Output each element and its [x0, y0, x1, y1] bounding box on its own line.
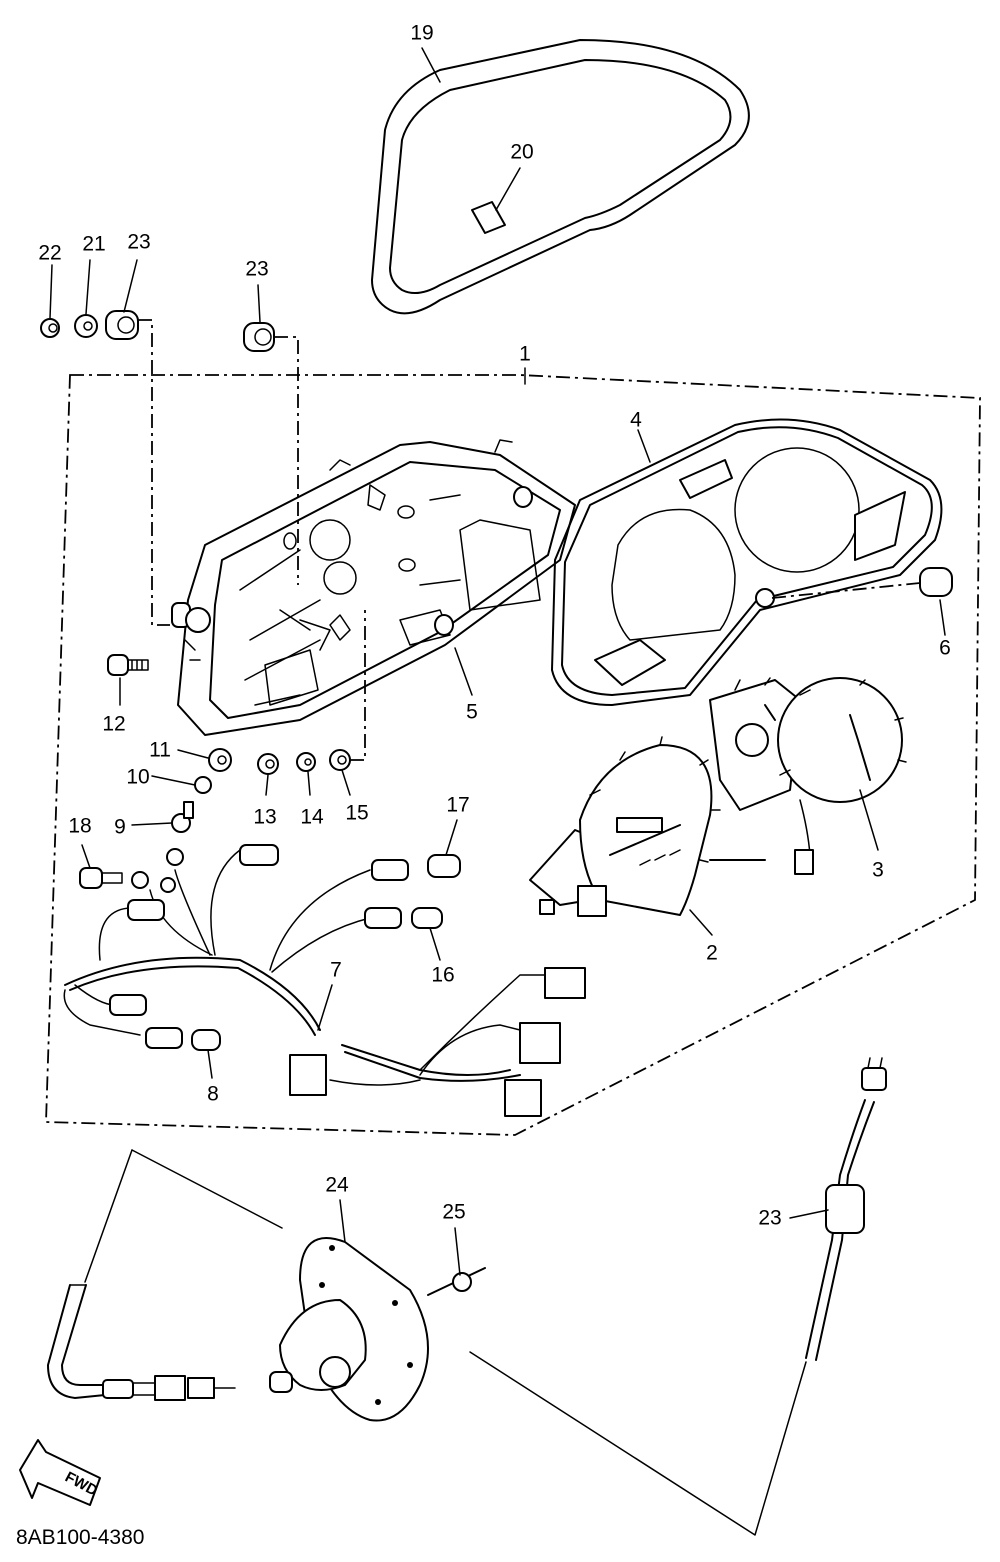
part-label-1: 1 — [519, 343, 531, 366]
part-label-8: 8 — [207, 1083, 219, 1106]
screw-12 — [107, 654, 149, 676]
screw-18 — [79, 867, 123, 889]
speedometer-2 — [529, 736, 766, 917]
part-label-10: 10 — [126, 766, 149, 789]
grommet-23-left — [105, 310, 139, 340]
guide-line-23-left — [138, 319, 170, 626]
part-label-25: 24 — [325, 1174, 349, 1197]
assembly-boundary — [45, 374, 981, 1136]
nut-22 — [40, 318, 60, 338]
part-label-6: 6 — [939, 637, 951, 660]
cushion-pad — [471, 201, 506, 234]
part-label-13: 13 — [253, 806, 276, 829]
wire-harness-7 — [63, 849, 546, 1086]
part-label-15: 15 — [345, 802, 368, 825]
lower-cable-left — [47, 1284, 236, 1401]
part-label-9: 9 — [114, 816, 126, 839]
part-label-24: 23 — [758, 1207, 781, 1230]
part-label-3: 3 — [872, 859, 884, 882]
bulb-socket-9 — [171, 801, 194, 833]
part-label-18: 18 — [68, 815, 91, 838]
nut-13 — [257, 753, 279, 775]
part-label-21: 21 — [82, 233, 105, 256]
part-label-23-right: 23 — [245, 258, 268, 281]
part-label-22: 22 — [38, 242, 61, 265]
guide-line-cable-left — [84, 1149, 133, 1283]
leader-lines — [49, 47, 946, 1276]
part-label-16: 16 — [431, 964, 454, 987]
part-label-17: 17 — [446, 794, 469, 817]
part-label-14: 14 — [300, 806, 324, 829]
guide-line-15 — [350, 610, 366, 761]
part-label-7: 7 — [330, 959, 342, 982]
nut-15 — [329, 749, 351, 771]
grommet-23-right — [243, 322, 275, 352]
bulb-16 — [411, 907, 443, 929]
guide-line-cable-right — [469, 1351, 807, 1536]
bulb-17 — [427, 854, 461, 878]
part-label-5: 5 — [466, 701, 478, 724]
part-labels: 19 20 22 21 23 23 1 4 6 5 12 11 10 9 13 … — [38, 22, 951, 1230]
part-label-23-left: 23 — [127, 231, 150, 254]
part-label-2: 2 — [706, 942, 718, 965]
screw-upper-left — [171, 602, 211, 633]
guide-line-cable-left-b — [131, 1149, 283, 1229]
document-code: 8AB100-4380 — [16, 1526, 144, 1549]
washer-14 — [296, 752, 316, 772]
washer-10 — [194, 776, 212, 794]
bulb-8 — [191, 1029, 221, 1051]
speedometer-cable-24 — [805, 1057, 887, 1361]
washer-21 — [74, 314, 98, 338]
part-label-12: 12 — [102, 713, 125, 736]
part-label-26: 25 — [442, 1201, 465, 1224]
guide-line-23-right — [274, 336, 299, 585]
pin-26 — [427, 1267, 486, 1296]
speedometer-gear-unit-25 — [269, 1237, 429, 1422]
gauge-3 — [709, 677, 907, 875]
part-label-11: 11 — [149, 739, 171, 762]
bulb-6 — [771, 567, 953, 599]
forward-arrow: FWD — [19, 1439, 101, 1506]
part-label-19: 19 — [410, 22, 433, 45]
meter-panel — [551, 418, 943, 706]
harness-connectors — [109, 844, 586, 1117]
part-label-4: 4 — [630, 409, 642, 432]
meter-case — [177, 439, 576, 736]
part-label-20: 20 — [510, 141, 533, 164]
nut-11 — [208, 748, 232, 772]
meter-cover-ring — [371, 39, 750, 315]
